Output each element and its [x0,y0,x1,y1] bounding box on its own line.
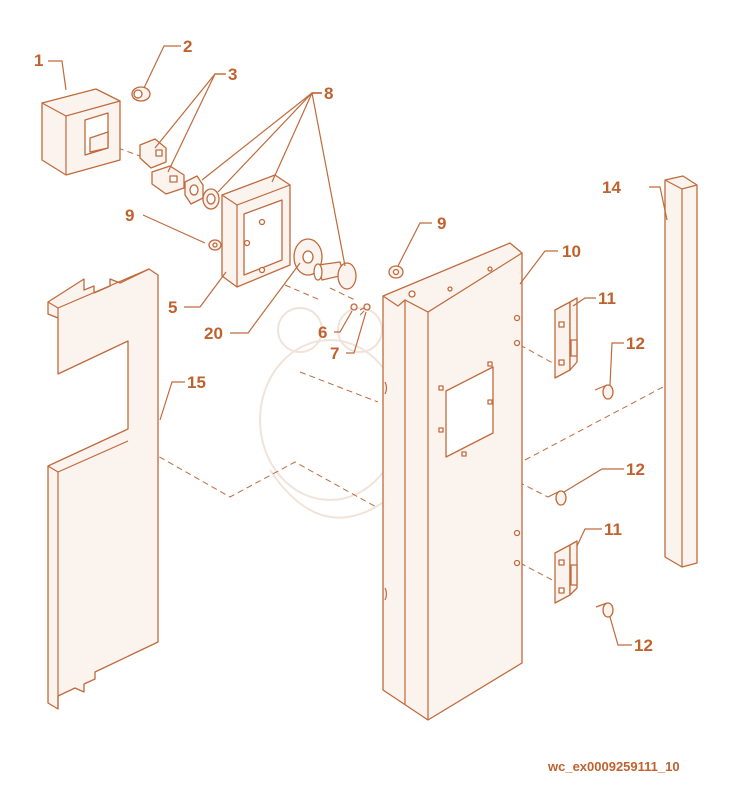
part-15-side-panel [47,268,159,710]
callout-20: 20 [204,324,223,343]
part-11-hinge-upper [554,297,578,379]
callout-3: 3 [228,65,237,84]
callout-9-left: 9 [125,206,134,225]
callout-7: 7 [330,344,339,363]
part-9-nut-right [388,265,404,279]
callout-12-middle: 12 [626,460,645,479]
part-2-nut [131,86,151,102]
reference-code: wc_ex0009259111_10 [548,759,680,774]
callout-labels: 1 2 3 8 9 5 20 6 7 9 10 11 12 14 15 12 1… [34,37,653,655]
callout-14: 14 [602,178,621,197]
part-1-box-cover [41,88,121,176]
leader-lines [48,45,668,646]
callout-5: 5 [168,298,177,317]
callout-11-lower: 11 [604,520,622,539]
callout-8: 8 [324,84,333,103]
callout-15: 15 [187,373,206,392]
callout-12-upper: 12 [626,334,645,353]
callout-2: 2 [183,37,192,56]
callout-9-right: 9 [437,214,446,233]
callout-12-lower: 12 [634,636,653,655]
callout-11-upper: 11 [598,289,616,308]
callout-10: 10 [562,242,581,261]
part-3-clips [139,138,185,195]
part-8-push-knob [313,261,357,290]
part-14-vertical-bar [664,175,698,568]
part-11-hinge-lower [554,540,578,604]
part-10-door-panel [382,242,523,721]
callout-6: 6 [318,323,327,342]
part-6-7-screws [350,303,371,311]
part-9-nut-left [208,239,222,251]
part-12-screws [547,384,614,618]
callout-1: 1 [34,51,43,70]
part-8-terminals [184,175,220,210]
part-5-mounting-plate [221,174,291,288]
